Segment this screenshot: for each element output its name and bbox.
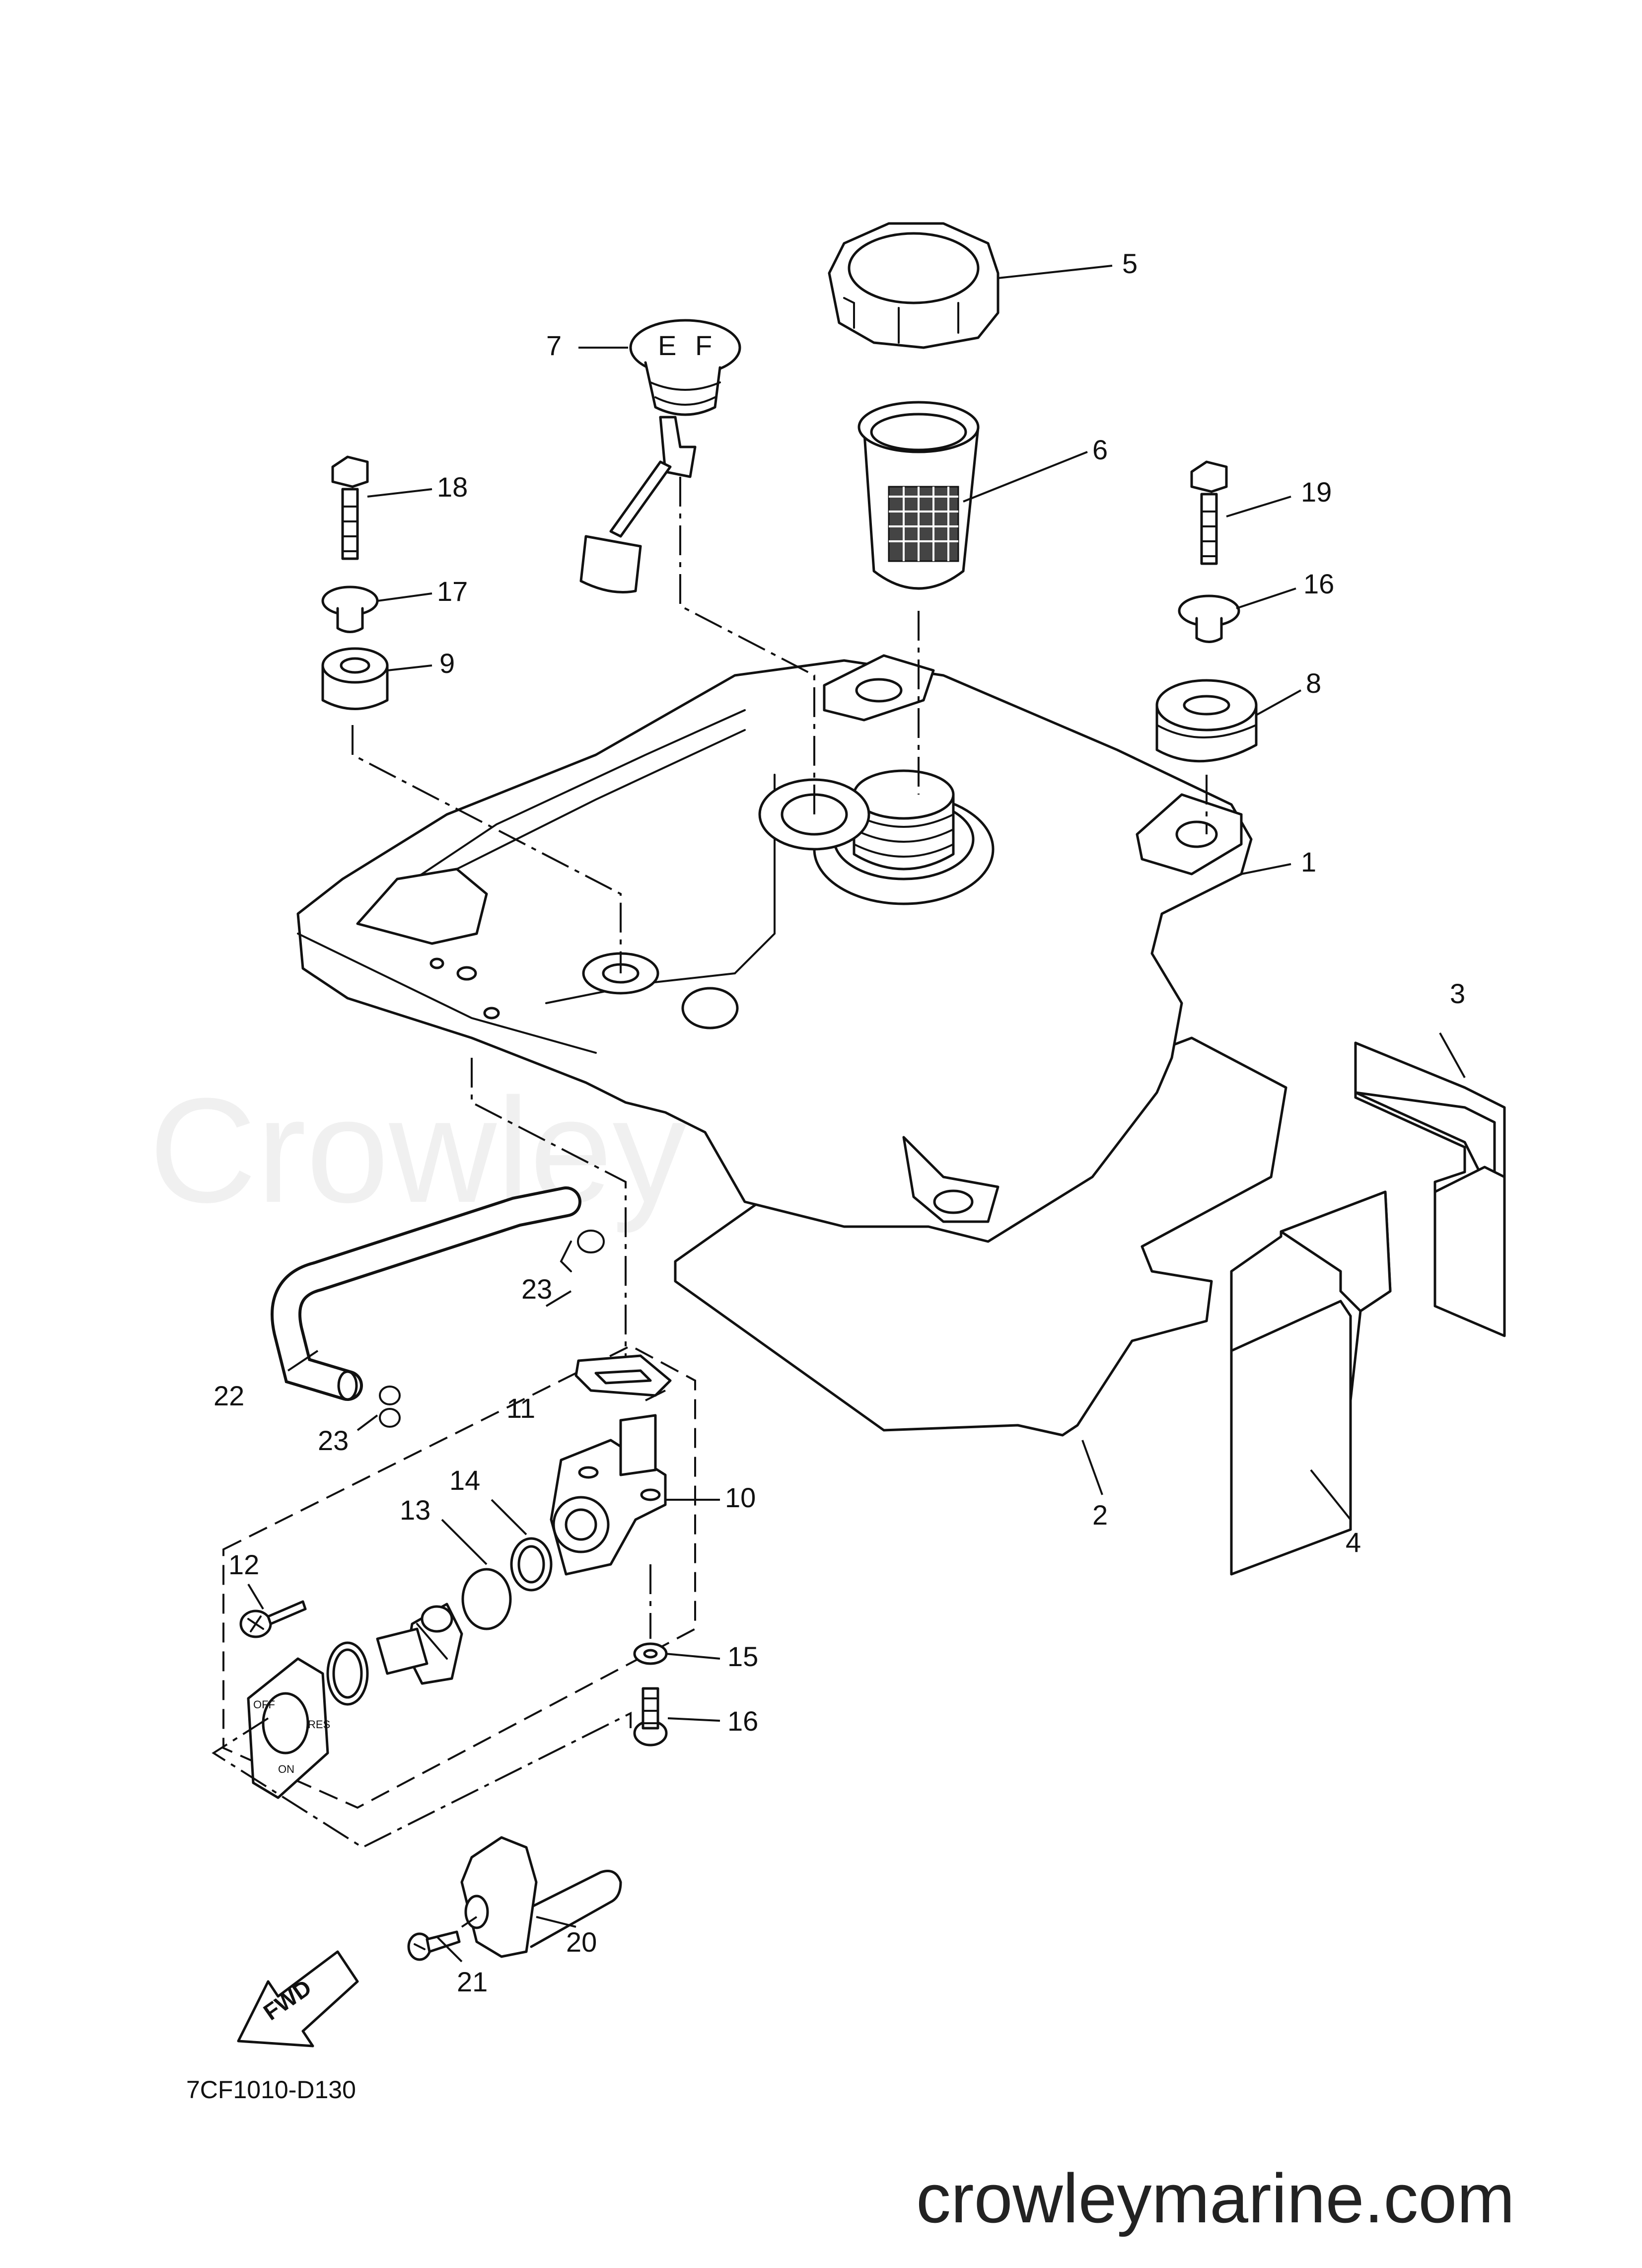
part-7-fuel-gauge: E F bbox=[579, 319, 741, 593]
valve-label-res: RES bbox=[308, 1718, 330, 1731]
part-12-screw bbox=[239, 1600, 307, 1638]
callout-19-right: 19 bbox=[1301, 476, 1332, 508]
callout-18: 17 bbox=[437, 576, 468, 607]
part-19-bolt-right bbox=[1190, 460, 1228, 565]
diagram-code: 7CF1010-D130 bbox=[186, 2076, 356, 2104]
part-6-strainer bbox=[857, 401, 980, 590]
callout-12: 12 bbox=[228, 1549, 259, 1580]
callout-2: 2 bbox=[1092, 1499, 1108, 1531]
callout-19-left: 18 bbox=[437, 471, 468, 503]
axis-knob-screw bbox=[461, 1916, 478, 1928]
valve-label-on: ON bbox=[278, 1763, 294, 1775]
callout-23-lower: 23 bbox=[318, 1425, 349, 1456]
part-19-bolt-left bbox=[331, 455, 369, 560]
part-18-washer bbox=[321, 585, 379, 633]
callout-9: 9 bbox=[439, 648, 455, 679]
part-21-screw bbox=[407, 1930, 461, 1961]
callout-13: 13 bbox=[400, 1494, 430, 1526]
callout-23-upper: 23 bbox=[521, 1273, 552, 1305]
part-1-fuel-tank bbox=[296, 654, 1253, 1243]
callout-4: 4 bbox=[1346, 1527, 1361, 1558]
callout-6: 6 bbox=[1092, 434, 1108, 465]
axis-valve bbox=[471, 1058, 627, 1381]
part-8-grommet bbox=[1155, 679, 1258, 763]
part-23-clip-lower bbox=[379, 1386, 401, 1428]
callout-20: 20 bbox=[566, 1926, 597, 1958]
part-23-clip-upper bbox=[560, 1230, 605, 1272]
callout-16: 16 bbox=[727, 1705, 758, 1737]
part-17-washer bbox=[1178, 594, 1240, 643]
part-valve-plate: OFF RES ON bbox=[247, 1657, 330, 1799]
part-16-screw bbox=[633, 1687, 668, 1747]
part-13-seal bbox=[461, 1568, 512, 1630]
gauge-letter-f: F bbox=[695, 330, 712, 361]
valve-label-off: OFF bbox=[253, 1698, 275, 1711]
callout-10: 10 bbox=[725, 1482, 756, 1513]
part-10-fuel-cock bbox=[550, 1414, 667, 1576]
part-9-grommet bbox=[321, 647, 389, 710]
callout-3: 3 bbox=[1450, 978, 1465, 1009]
callout-11: 11 bbox=[506, 1392, 535, 1424]
axis-knob bbox=[212, 1711, 632, 1849]
part-20-knob bbox=[460, 1836, 622, 1958]
part-11-gasket bbox=[574, 1354, 672, 1397]
part-22-fuel-hose bbox=[271, 1186, 581, 1401]
callout-14: 14 bbox=[449, 1464, 480, 1496]
axis-left-mount bbox=[352, 725, 622, 973]
site-url: crowleymarine.com bbox=[916, 2159, 1515, 2237]
leader-lines bbox=[247, 265, 1466, 1963]
callout-7: 7 bbox=[546, 330, 562, 361]
part-3-bracket bbox=[1354, 1041, 1506, 1337]
part-5-filler-cap bbox=[828, 222, 999, 349]
callout-15: 15 bbox=[727, 1641, 758, 1672]
part-4-bracket bbox=[1230, 1190, 1392, 1576]
callout-1: 1 bbox=[1301, 846, 1316, 878]
callout-8: 8 bbox=[1306, 667, 1321, 699]
fuel-cock-group-outline bbox=[222, 1344, 696, 1809]
callout-22: 22 bbox=[214, 1380, 244, 1411]
part-14-o-ring bbox=[510, 1537, 553, 1592]
part-valve-body bbox=[376, 1603, 463, 1685]
part-15-washer bbox=[633, 1642, 668, 1665]
gauge-letter-e: E bbox=[658, 330, 676, 361]
callout-21: 21 bbox=[457, 1966, 488, 1997]
callout-5: 5 bbox=[1122, 248, 1138, 279]
axis-gauge bbox=[679, 477, 815, 814]
fwd-arrow-icon: FWD bbox=[237, 1950, 359, 2048]
callout-17: 16 bbox=[1303, 568, 1334, 599]
part-valve-o-ring bbox=[326, 1641, 369, 1706]
